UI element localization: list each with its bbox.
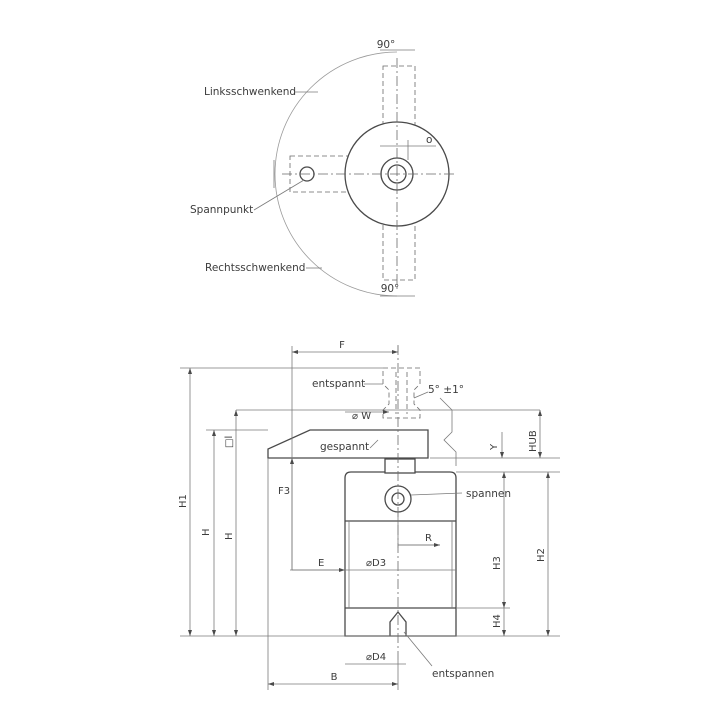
offset-label: o xyxy=(426,134,432,146)
cylinder-body xyxy=(344,471,457,637)
piston-rod xyxy=(384,458,416,474)
clamp-arm-clamped xyxy=(267,429,429,459)
arrow-h4-bottom xyxy=(502,630,506,636)
angle-bottom-label: 90° xyxy=(381,283,400,295)
leader-spannen xyxy=(410,492,463,496)
arrow-h1-top xyxy=(188,368,192,374)
dim-h-inner-label: H xyxy=(224,532,235,540)
arrow-w-right xyxy=(383,410,389,414)
dim-h-label: H xyxy=(201,528,212,536)
arrow-h3-bottom xyxy=(502,602,506,608)
arrow-h-bottom xyxy=(212,630,216,636)
arrow-h3-top xyxy=(502,472,506,478)
dim-h2-label: H2 xyxy=(536,548,547,562)
dim-b-label: B xyxy=(331,672,338,683)
arrow-h-top xyxy=(212,430,216,436)
dim-r-label: R xyxy=(425,533,432,544)
arrow-h2-bottom xyxy=(546,630,550,636)
arrow-b-left xyxy=(268,682,274,686)
side-view: entspannt 5° ±1° ⌀ W □l gespannt spannen… xyxy=(178,340,560,690)
arm-top-position xyxy=(382,65,416,137)
releasing-label: entspannen xyxy=(432,668,494,680)
leader-clamp-point xyxy=(253,179,305,211)
left-swing-label: Linksschwenkend xyxy=(204,86,296,98)
arrow-h2-top xyxy=(546,472,550,478)
dim-hub-label: HUB xyxy=(528,430,539,452)
dim-h4-label: H4 xyxy=(492,614,503,628)
dim-h1-label: H1 xyxy=(178,494,189,508)
leader-clamped xyxy=(369,439,379,449)
dim-d4-label: ⌀D4 xyxy=(366,652,386,663)
dim-f-label: F xyxy=(339,340,345,351)
arrow-f3-top xyxy=(290,458,294,464)
dim-f3-label: F3 xyxy=(278,486,290,497)
arrow-b-right xyxy=(392,682,398,686)
angle-tolerance-label: 5° ±1° xyxy=(428,384,464,396)
leader-entspannen xyxy=(403,631,433,667)
square-label: □l xyxy=(224,436,235,448)
arrow-h1-bottom xyxy=(188,630,192,636)
angle-top-label: 90° xyxy=(377,39,396,51)
arrow-hub-top xyxy=(538,410,542,416)
clamped-label: gespannt xyxy=(320,441,369,453)
right-swing-label: Rechtsschwenkend xyxy=(205,262,305,274)
dia-w-label: ⌀ W xyxy=(352,411,371,422)
arrow-y-bottom xyxy=(500,452,504,458)
stroke-indicator xyxy=(439,397,457,466)
dim-h3-label: H3 xyxy=(492,556,503,570)
dim-e-label: E xyxy=(318,558,324,569)
arrow-f-right xyxy=(392,350,398,354)
clamp-point-label: Spannpunkt xyxy=(190,204,253,216)
arrow-r-right xyxy=(434,543,440,547)
hub-inner xyxy=(387,164,407,184)
clamping-label: spannen xyxy=(466,488,511,500)
arrow-hi-top xyxy=(234,410,238,416)
dim-d3-label: ⌀D3 xyxy=(366,558,386,569)
dim-y-label: Y xyxy=(489,443,500,451)
top-view: 90° 90° Linksschwenkend Spannpunkt Recht… xyxy=(190,39,455,297)
released-label: entspannt xyxy=(312,378,365,390)
arrow-hi-bottom xyxy=(234,630,238,636)
arrow-e-right xyxy=(339,568,345,572)
swing-arc xyxy=(274,51,398,297)
clamp-arm-released xyxy=(382,367,421,419)
arrow-hub-bottom xyxy=(538,452,542,458)
leader-angle xyxy=(413,391,429,399)
arrow-f-left xyxy=(292,350,298,354)
